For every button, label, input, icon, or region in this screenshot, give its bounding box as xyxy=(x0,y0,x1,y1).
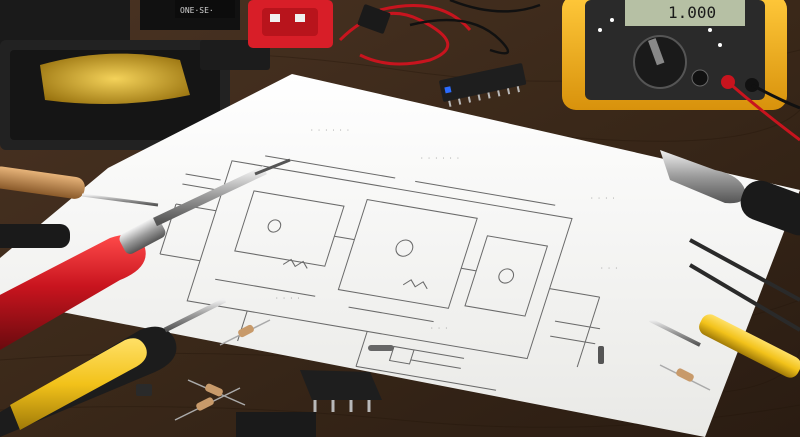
resistor xyxy=(187,379,246,406)
svg-text:ONE·SE·: ONE·SE· xyxy=(180,6,214,15)
small-bolt xyxy=(368,345,394,351)
ic-chip-top xyxy=(439,63,527,107)
multimeter-lcd xyxy=(625,0,745,26)
svg-text:· · · ·: · · · · xyxy=(275,295,300,302)
clip-connector xyxy=(357,4,391,34)
multimeter: 1.000 xyxy=(562,0,787,110)
ic-chip-front xyxy=(300,370,382,412)
black-wire xyxy=(409,0,541,55)
svg-text:· · · ·: · · · · xyxy=(590,195,615,202)
schematic-annotations: · · · · · · · · · · · · · · · · · · · · … xyxy=(275,127,618,332)
svg-text:· · ·: · · · xyxy=(600,265,618,272)
small-capacitor xyxy=(136,384,152,396)
resistor xyxy=(219,319,271,346)
yellow-screwdriver-right xyxy=(649,314,800,378)
resistor xyxy=(659,364,711,391)
solder-tip-cleaner xyxy=(40,53,190,104)
circuit-schematic xyxy=(159,155,601,391)
svg-text:· · · · · ·: · · · · · · xyxy=(420,155,460,162)
red-probe-lead xyxy=(727,80,800,142)
thin-screwdriver-a xyxy=(689,238,800,302)
thin-screwdriver-b xyxy=(688,263,800,332)
small-screw xyxy=(598,346,604,364)
ic-chip-bottom xyxy=(236,412,316,437)
wooden-screwdriver xyxy=(0,166,159,207)
yellow-screwdriver-left xyxy=(0,297,227,437)
black-screwdriver xyxy=(0,224,120,248)
red-component-box xyxy=(248,0,333,48)
soldering-iron xyxy=(0,158,291,350)
resistor xyxy=(174,387,241,421)
svg-text:· · · · · ·: · · · · · · xyxy=(310,127,350,134)
svg-text:· · ·: · · · xyxy=(430,325,448,332)
soldering-station: ONE·SE· xyxy=(0,0,270,150)
multimeter-reading: 1.000 xyxy=(668,3,716,22)
